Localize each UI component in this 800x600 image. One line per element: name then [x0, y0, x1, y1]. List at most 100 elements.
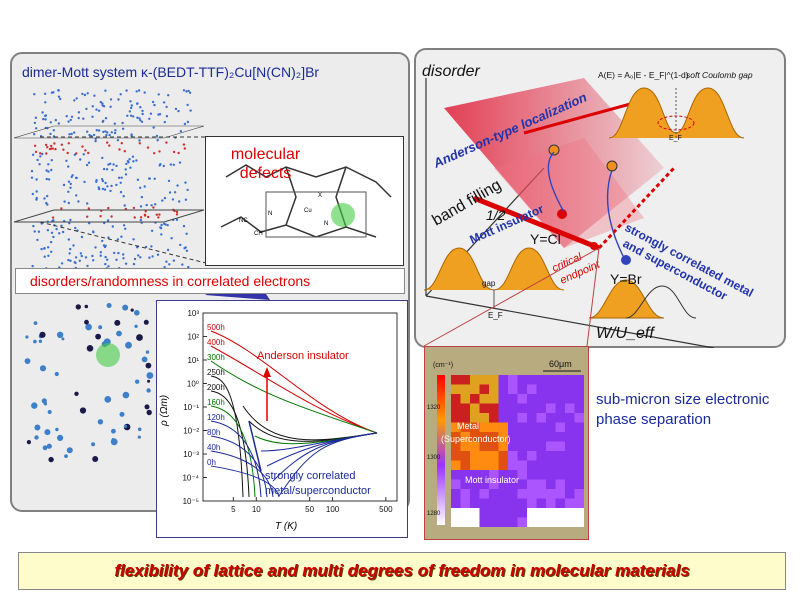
crystal-atom [82, 153, 86, 156]
crystal-atom [91, 105, 95, 108]
ir-map-cell [536, 403, 546, 413]
ir-map-cell [517, 413, 527, 423]
crystal-atom [31, 264, 34, 268]
ir-map-cell [565, 498, 575, 508]
topview-atom [119, 411, 125, 417]
crystal-atom [170, 237, 173, 240]
crystal-top-view [24, 303, 154, 463]
crystal-atom [79, 252, 83, 255]
crystal-atom [132, 160, 135, 163]
crystal-atom [63, 200, 66, 203]
ir-map-cell [536, 413, 546, 423]
ir-map-cell [517, 432, 527, 442]
ir-map-cell [460, 470, 470, 480]
crystal-atom [57, 89, 60, 92]
ir-map-cell [479, 375, 489, 385]
topview-atom [130, 308, 134, 312]
ir-map-cell [555, 384, 565, 394]
ir-map-cell [470, 375, 480, 385]
ir-map-cell [489, 508, 499, 518]
crystal-atom [187, 89, 190, 93]
ir-map-cell [479, 403, 489, 413]
crystal-atom [33, 121, 37, 125]
ir-map-cell [470, 394, 480, 404]
crystal-atom [181, 263, 184, 266]
crystal-atom [160, 233, 163, 236]
crystal-atom [117, 251, 120, 255]
crystal-atom [136, 178, 140, 181]
topview-atom [66, 447, 73, 454]
crystal-atom [158, 213, 161, 216]
ir-map-cell [527, 470, 537, 480]
ir-map-cell [565, 375, 575, 385]
crystal-atom [148, 256, 151, 259]
crystal-atom [77, 111, 81, 114]
crystal-atom [136, 246, 139, 249]
crystal-atom [124, 262, 128, 265]
ir-map-cell [536, 470, 546, 480]
topview-atom [43, 402, 48, 406]
ir-map-cell [451, 394, 461, 404]
crystal-atom [183, 122, 187, 126]
crystal-atom [36, 158, 39, 162]
ir-map-image: (cm⁻¹) 60μm 1320 1300 1280 Metal (Superc… [425, 347, 588, 539]
correlated-metal-label-1: strongly correlated [265, 470, 356, 482]
ir-map-cell [451, 384, 461, 394]
crystal-atom [101, 239, 104, 243]
crystal-atom [120, 176, 123, 179]
ir-map-cell [546, 413, 556, 423]
crystal-atom [32, 224, 35, 228]
crystal-atom [50, 250, 53, 253]
topview-atom [34, 435, 39, 440]
crystal-atom [141, 109, 144, 113]
crystal-atom [184, 181, 187, 184]
crystal-atom [124, 168, 127, 171]
crystal-atom [110, 215, 113, 218]
crystal-atom [52, 219, 55, 222]
ir-map-cell [536, 432, 546, 442]
ir-map-cell [460, 498, 470, 508]
topview-atom [125, 341, 132, 349]
crystal-atom [104, 117, 108, 120]
crystal-atom [30, 176, 34, 179]
correlated-metal-label-2: metal/superconductor [265, 485, 371, 497]
crystal-atom [58, 232, 61, 235]
x-tick-label: 100 [326, 505, 340, 514]
ir-map-cell [555, 508, 565, 518]
crystal-atom [104, 89, 107, 92]
y-tick-label: 10⁻⁵ [183, 497, 199, 506]
ir-map-cell [527, 489, 537, 499]
ir-map-cell [517, 470, 527, 480]
topview-atom [75, 304, 81, 310]
ir-map-cell [574, 413, 584, 423]
curve-label: 80h [207, 428, 220, 437]
crystal-atom [52, 235, 55, 239]
ir-map-cell [517, 517, 527, 527]
curve-label: 200h [207, 383, 225, 392]
crystal-atom [137, 254, 140, 257]
ir-map-cell [498, 422, 508, 432]
left-panel-title: dimer-Mott system κ-(BEDT-TTF)₂Cu[N(CN)₂… [22, 64, 320, 80]
crystal-atom [101, 156, 104, 160]
y-tick-label: 10⁰ [187, 380, 199, 389]
ir-map-cell [498, 489, 508, 499]
ir-map-cell [555, 470, 565, 480]
crystal-atom [83, 180, 86, 184]
ir-map-cell [536, 441, 546, 451]
crystal-atom [125, 89, 128, 92]
ir-map-cell [517, 508, 527, 518]
x-tick-label: 500 [379, 505, 393, 514]
crystal-atom [84, 149, 87, 152]
ir-map-cell [555, 451, 565, 461]
crystal-atom [42, 117, 45, 121]
crystal-atom [83, 93, 87, 97]
crystal-atom [46, 194, 49, 198]
crystal-atom [184, 198, 188, 201]
ir-map-cell [574, 451, 584, 461]
topview-atom [34, 424, 41, 431]
crystal-atom [86, 130, 89, 133]
crystal-atom [136, 116, 139, 119]
crystal-atom [179, 243, 182, 247]
correlated-arrow [248, 420, 262, 472]
